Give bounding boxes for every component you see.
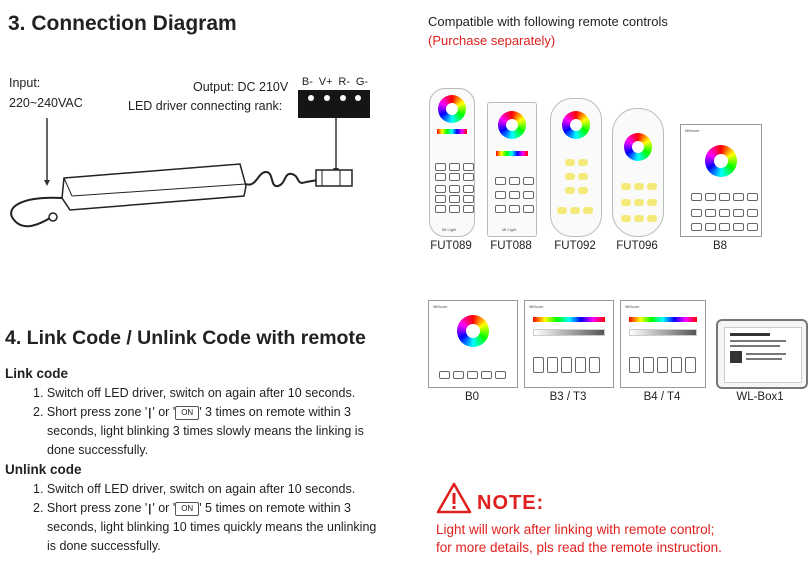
pin-dot bbox=[324, 95, 330, 101]
remote-label: B8 bbox=[712, 240, 728, 252]
driver-body bbox=[61, 163, 247, 211]
remote-brand: MiBoxer bbox=[529, 304, 544, 309]
color-wheel-icon bbox=[438, 95, 466, 123]
remote-label: B3 / T3 bbox=[549, 391, 587, 403]
remote-b4: MiBoxer bbox=[620, 300, 706, 388]
color-wheel-icon bbox=[498, 111, 526, 139]
connector-head bbox=[298, 90, 370, 118]
pin-dot bbox=[308, 95, 314, 101]
remote-label: FUT089 bbox=[430, 240, 472, 252]
zone-key-icon: | bbox=[148, 502, 152, 515]
pin-label: R- bbox=[338, 76, 350, 88]
remote-label: WL-Box1 bbox=[736, 391, 784, 403]
driver-diagram bbox=[10, 90, 370, 228]
connection-title: 3. Connection Diagram bbox=[8, 12, 237, 35]
remote-brand: MiBoxer bbox=[433, 304, 448, 309]
link-step-1: 1. Switch off LED driver, switch on agai… bbox=[33, 386, 356, 400]
note-line-1: Light will work after linking with remot… bbox=[436, 522, 715, 537]
link-heading: Link code bbox=[5, 366, 69, 381]
pin-dot bbox=[355, 95, 361, 101]
remote-label: FUT096 bbox=[616, 240, 658, 252]
on-key-icon: ON bbox=[175, 501, 200, 516]
on-key-icon: ON bbox=[175, 405, 200, 420]
link-step-2: 2. Short press zone '|' or 'ON' 3 times … bbox=[33, 405, 351, 420]
remote-fut089: Mi·Light bbox=[429, 88, 475, 237]
pin-label: B- bbox=[301, 76, 313, 88]
remote-label: B0 bbox=[464, 391, 480, 403]
note-title: NOTE: bbox=[477, 492, 545, 514]
unlink-heading: Unlink code bbox=[5, 462, 82, 477]
pin-label: V+ bbox=[318, 76, 333, 88]
color-wheel-icon bbox=[562, 111, 590, 139]
remote-fut088: Mi·Light bbox=[487, 102, 537, 237]
color-wheel-icon bbox=[457, 315, 489, 347]
input-cable bbox=[10, 196, 63, 228]
remote-b0: MiBoxer bbox=[428, 300, 518, 388]
remote-b3: MiBoxer bbox=[524, 300, 614, 388]
remote-brand: MiBoxer bbox=[685, 128, 700, 133]
input-value: 220~240VAC bbox=[9, 96, 83, 110]
remote-label: B4 / T4 bbox=[643, 391, 681, 403]
unlink-step-1: 1. Switch off LED driver, switch on agai… bbox=[33, 482, 356, 496]
remote-fut096 bbox=[612, 108, 664, 237]
remote-label: FUT088 bbox=[490, 240, 532, 252]
pin-dot bbox=[340, 95, 346, 101]
compat-title: Compatible with following remote control… bbox=[428, 14, 668, 29]
note-line-2: for more details, pls read the remote in… bbox=[436, 540, 722, 555]
input-label: Input: bbox=[9, 76, 41, 90]
remote-brand: Mi·Light bbox=[502, 227, 517, 232]
output-cable bbox=[245, 170, 319, 188]
link-step-2-cont: seconds, light blinking 3 times slowly m… bbox=[47, 424, 364, 438]
color-wheel-icon bbox=[705, 145, 737, 177]
zone-key-icon: | bbox=[148, 406, 152, 419]
unlink-step-2: 2. Short press zone '|' or 'ON' 5 times … bbox=[33, 501, 351, 516]
unlink-step-2-cont: seconds, light blinking 10 times quickly… bbox=[47, 520, 377, 534]
remote-wl-box1 bbox=[716, 319, 808, 389]
unlink-step-2-end: is done successfully. bbox=[47, 539, 161, 553]
rank-label: LED driver connecting rank: bbox=[128, 99, 283, 113]
remote-brand: MiBoxer bbox=[625, 304, 640, 309]
input-pointer-arrow bbox=[44, 180, 50, 186]
output-label: Output: DC 210V bbox=[193, 80, 289, 94]
link-step-2-end: done successfully. bbox=[47, 443, 149, 457]
compat-subtitle: (Purchase separately) bbox=[428, 33, 556, 48]
pin-labels: B- V+ R- G- bbox=[299, 76, 371, 88]
link-title: 4. Link Code / Unlink Code with remote bbox=[5, 327, 366, 349]
color-wheel-icon bbox=[624, 133, 652, 161]
warning-icon bbox=[436, 482, 472, 514]
remote-fut092 bbox=[550, 98, 602, 237]
remote-label: FUT092 bbox=[554, 240, 596, 252]
output-plug bbox=[315, 169, 353, 187]
remote-brand: Mi·Light bbox=[442, 227, 457, 232]
pin-label: G- bbox=[355, 76, 369, 88]
remote-b8: MiBoxer bbox=[680, 124, 762, 237]
